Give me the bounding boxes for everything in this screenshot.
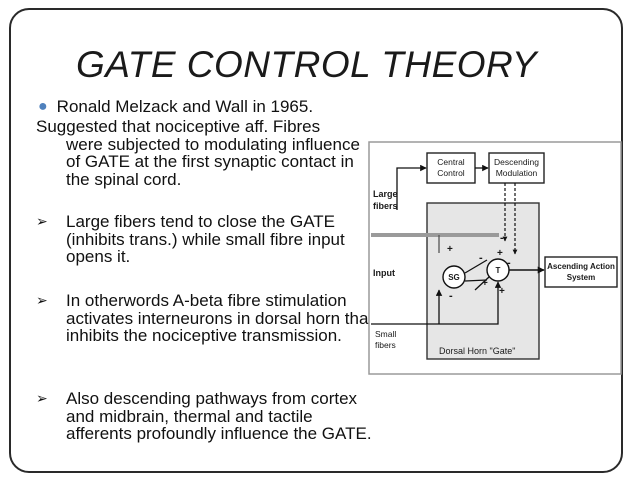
plus-sign: + — [482, 278, 488, 289]
arrow-bullet-otherwords: ➢ In otherwords A-beta fibre stimulation… — [36, 292, 376, 345]
arrow-bullet-text: Also descending pathways from cortex and… — [66, 389, 372, 444]
plus-sign: + — [447, 244, 453, 255]
descending-modulation-label-line1: Descending — [494, 157, 539, 167]
large-fibers-label-line2: fibers — [373, 201, 398, 211]
slide-title: GATE CONTROL THEORY — [76, 44, 538, 85]
bullet-ronald-melzack: ● Ronald Melzack and Wall in 1965. — [38, 97, 313, 117]
small-fibers-label-line1: Small — [375, 329, 396, 339]
t-label: T — [496, 266, 501, 275]
minus-sign: - — [479, 252, 483, 264]
circle-bullet-icon: ● — [38, 98, 48, 115]
input-label: Input — [373, 268, 395, 278]
sg-label: SG — [448, 273, 460, 282]
descending-modulation-box — [488, 152, 545, 184]
sg-circle — [442, 265, 466, 289]
large-fibers-label-line1: Large — [373, 189, 398, 199]
central-control-label-line1: Central — [437, 157, 465, 167]
arrow-bullet-icon: ➢ — [36, 213, 48, 229]
paragraph-first-line: Suggested that nociceptive aff. Fibres — [36, 117, 321, 136]
arrow-bullet-icon: ➢ — [36, 390, 48, 406]
slide-border — [9, 8, 623, 473]
ascending-label-line1: Ascending Action — [547, 262, 615, 271]
minus-sign: - — [449, 290, 453, 302]
arrow-bullet-text: Large fibers tend to close the GATE (inh… — [66, 212, 345, 267]
small-fibers-label-line2: fibers — [375, 340, 396, 350]
ascending-label-line2: System — [567, 273, 595, 282]
minus-sign: - — [507, 257, 511, 269]
arrow-bullet-large-fibers: ➢ Large fibers tend to close the GATE (i… — [36, 213, 376, 266]
dorsal-horn-gate-label: Dorsal Horn "Gate" — [439, 346, 515, 356]
paragraph-continuation: were subjected to modulating influence o… — [66, 134, 360, 189]
minus-sign: - — [500, 232, 504, 244]
plus-sign: + — [499, 286, 505, 297]
descending-modulation-label-line2: Modulation — [496, 168, 538, 178]
bullet-text: Ronald Melzack and Wall in 1965. — [56, 97, 314, 116]
arrow-bullet-descending: ➢ Also descending pathways from cortex a… — [36, 390, 376, 443]
arrow-bullet-icon: ➢ — [36, 292, 48, 308]
paragraph-suggested: Suggested that nociceptive aff. Fibres w… — [36, 118, 366, 188]
central-control-label-line2: Control — [437, 168, 465, 178]
plus-sign: + — [497, 248, 503, 259]
ascending-action-system-box — [544, 256, 618, 288]
arrow-bullet-text: In otherwords A-beta fibre stimulation a… — [66, 291, 374, 346]
gate-control-diagram: Central Control Descending Modulation La… — [368, 141, 622, 375]
